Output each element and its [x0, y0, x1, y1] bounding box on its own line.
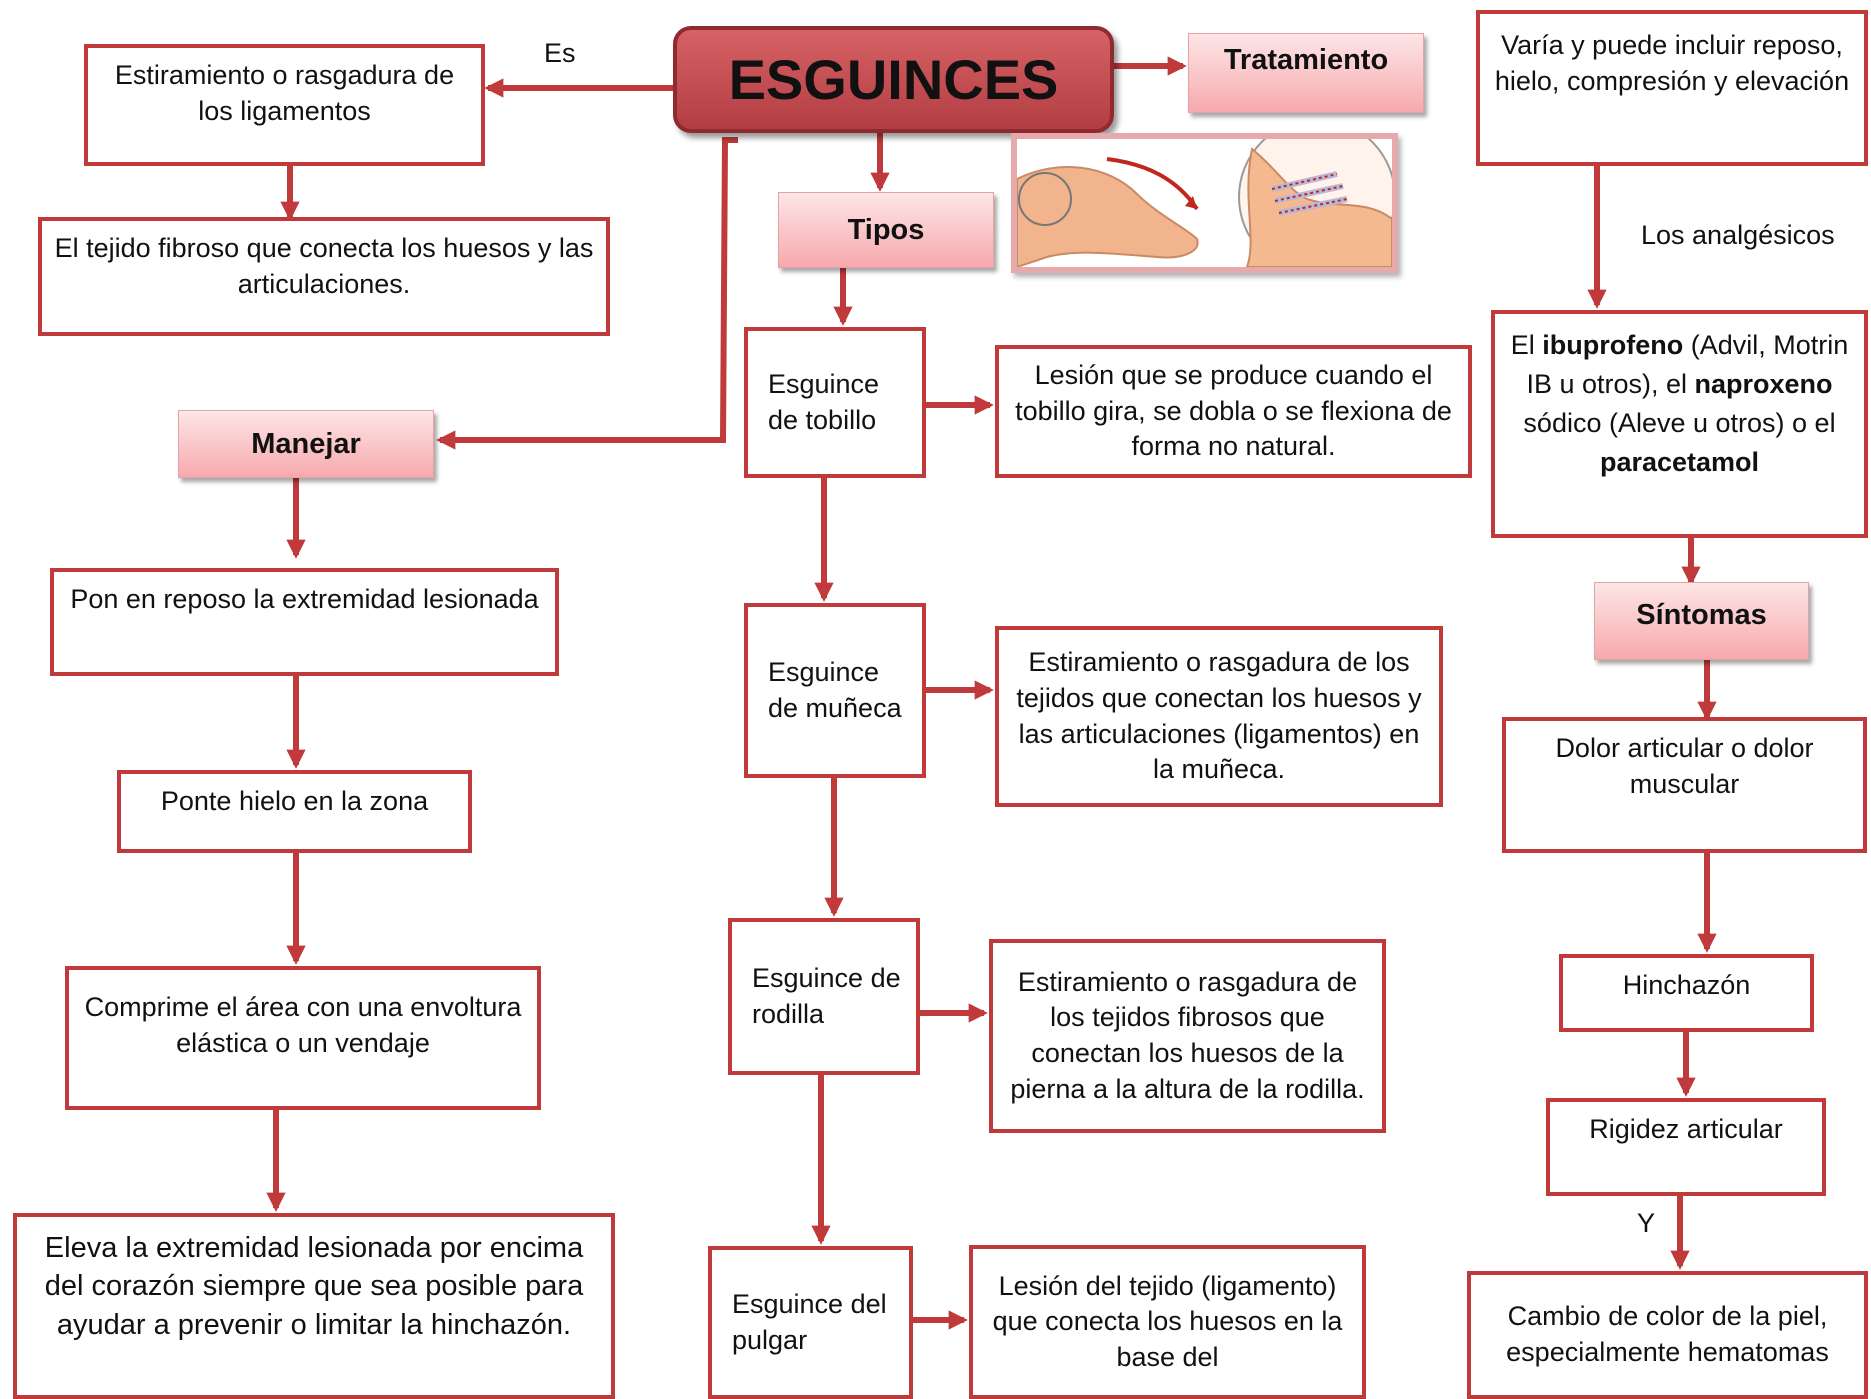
analgesicos-text: El ibuprofeno (Advil, Motrin IB u otros)… [1505, 326, 1854, 483]
tipo-muneca-box: Esguince de muñeca [744, 603, 926, 778]
tipo-tobillo-box: Esguince de tobillo [744, 327, 926, 478]
manejar-step-4: Eleva la extremidad lesionada por encima… [13, 1213, 615, 1399]
header-tipos-label: Tipos [847, 213, 925, 246]
manejar-step-3-text: Comprime el área con una envoltura elást… [84, 992, 522, 1058]
manejar-step-2: Ponte hielo en la zona [117, 770, 472, 853]
definition-detail-box: El tejido fibroso que conecta los huesos… [38, 217, 610, 336]
analgesicos-segment: sódico (Aleve u otros) o el [1523, 408, 1836, 439]
tipo-muneca-desc-box: Estiramiento o rasgadura de los tejidos … [995, 626, 1443, 807]
analgesicos-segment: El [1510, 330, 1543, 360]
tipo-pulgar-desc-box: Lesión del tejido (ligamento) que conect… [969, 1245, 1366, 1399]
tipo-rodilla-box: Esguince de rodilla [728, 918, 920, 1075]
header-sintomas: Síntomas [1594, 582, 1809, 660]
analgesicos-segment: (Advil, Motrin IB u otros), el [1526, 330, 1849, 400]
tipo-tobillo-desc-box: Lesión que se produce cuando el tobillo … [995, 345, 1472, 478]
definition-text: Estiramiento o rasgadura de los ligament… [114, 60, 455, 126]
label-los-analgesicos: Los analgésicos [1641, 220, 1835, 250]
manejar-step-1: Pon en reposo la extremidad lesionada [50, 568, 559, 676]
manejar-step-4-text: Eleva la extremidad lesionada por encima… [44, 1232, 584, 1341]
header-tratamiento-label: Tratamiento [1223, 44, 1389, 76]
tipo-pulgar-box: Esguince del pulgar [708, 1246, 913, 1399]
header-tratamiento: Tratamiento [1188, 33, 1424, 113]
tipo-pulgar-name: Esguince del pulgar [732, 1288, 887, 1355]
sintoma-1: Dolor articular o dolor muscular [1502, 717, 1867, 853]
sintoma-2: Hinchazón [1559, 954, 1814, 1032]
tipo-rodilla-desc: Estiramiento o rasgadura de los tejidos … [1010, 966, 1365, 1104]
analgesicos-segment: paracetamol [1599, 447, 1760, 478]
sintoma-4: Cambio de color de la piel, especialment… [1467, 1271, 1868, 1399]
tipo-pulgar-desc: Lesión del tejido (ligamento) que conect… [992, 1270, 1343, 1372]
header-sintomas-label: Síntomas [1636, 599, 1767, 631]
manejar-step-1-text: Pon en reposo la extremidad lesionada [70, 584, 539, 614]
header-manejar-label: Manejar [251, 427, 361, 460]
tipo-rodilla-name: Esguince de rodilla [752, 962, 901, 1029]
tipo-tobillo-name: Esguince de tobillo [768, 368, 880, 435]
analgesicos-segment: ibuprofeno [1542, 330, 1684, 360]
sintoma-3: Rigidez articular [1546, 1098, 1826, 1196]
sintoma-4-text: Cambio de color de la piel, especialment… [1506, 1301, 1829, 1367]
label-es: Es [544, 38, 576, 68]
definition-detail-text: El tejido fibroso que conecta los huesos… [54, 233, 594, 299]
analgesicos-segment: naproxeno [1694, 369, 1833, 400]
tipo-tobillo-desc: Lesión que se produce cuando el tobillo … [1015, 360, 1452, 462]
label-y: Y [1637, 1208, 1656, 1238]
tipo-muneca-desc: Estiramiento o rasgadura de los tejidos … [1016, 647, 1422, 785]
manejar-step-3: Comprime el área con una envoltura elást… [65, 966, 541, 1110]
header-tipos: Tipos [778, 192, 994, 268]
analgesicos-box: El ibuprofeno (Advil, Motrin IB u otros)… [1491, 310, 1868, 538]
tipo-muneca-name: Esguince de muñeca [768, 656, 902, 723]
sintoma-1-text: Dolor articular o dolor muscular [1555, 733, 1814, 799]
sintoma-2-text: Hinchazón [1622, 970, 1751, 1000]
definition-box: Estiramiento o rasgadura de los ligament… [84, 44, 485, 166]
header-manejar: Manejar [178, 410, 434, 478]
manejar-step-2-text: Ponte hielo en la zona [160, 786, 429, 816]
tratamiento-text: Varía y puede incluir reposo, hielo, com… [1494, 30, 1850, 96]
main-title: ESGUINCES [673, 26, 1114, 133]
tipo-rodilla-desc-box: Estiramiento o rasgadura de los tejidos … [989, 939, 1386, 1133]
ankle-sprain-illustration [1011, 133, 1398, 273]
sintoma-3-text: Rigidez articular [1589, 1114, 1783, 1144]
tratamiento-box: Varía y puede incluir reposo, hielo, com… [1476, 10, 1868, 166]
